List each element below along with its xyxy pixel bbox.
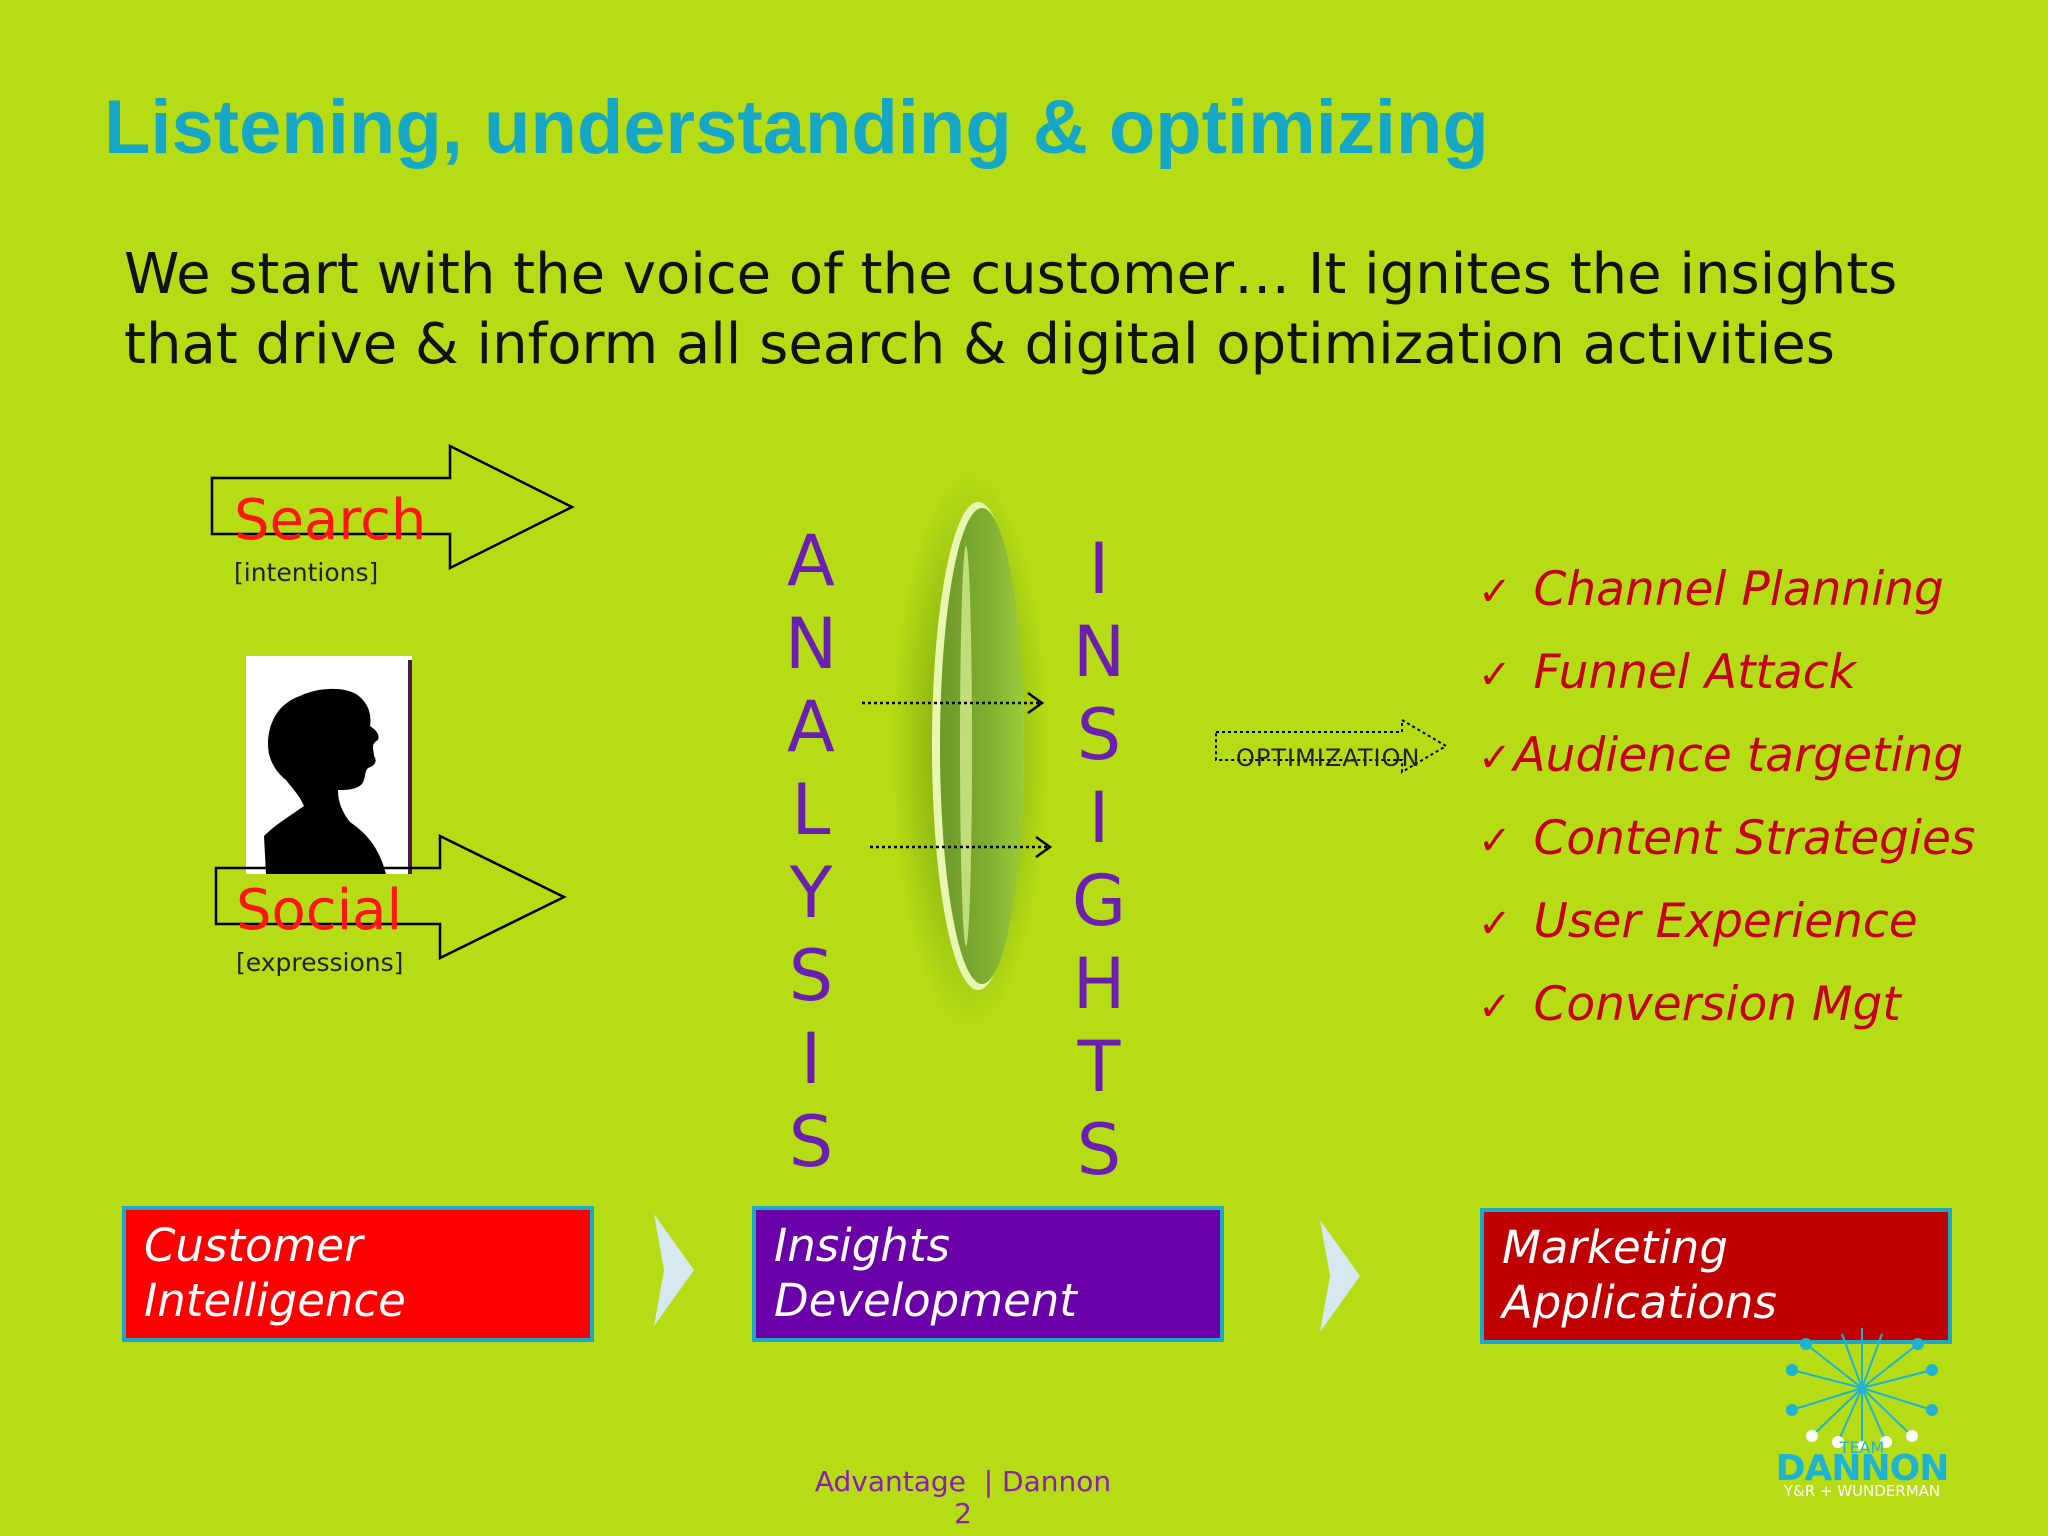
search-arrow (210, 443, 575, 571)
insights-letter: G (1071, 860, 1127, 942)
insights-letter: I (1088, 777, 1110, 859)
stage-line: Marketing (1502, 1221, 1728, 1274)
stage-line: Applications (1502, 1276, 1777, 1329)
application-item: ✓ Audience targeting (1478, 728, 1963, 783)
insights-letter: N (1072, 611, 1126, 693)
starburst-icon (1786, 1328, 1938, 1450)
optimization-label: OPTIMIZATION (1236, 744, 1421, 772)
application-label: Channel Planning (1533, 562, 1944, 617)
analysis-letter: S (788, 1101, 834, 1183)
insights-letter: S (1076, 1109, 1122, 1191)
check-icon: ✓ (1478, 984, 1512, 1030)
insights-letter: H (1072, 943, 1126, 1025)
analysis-letter: A (787, 520, 835, 602)
check-icon: ✓ (1478, 652, 1512, 698)
search-label: Search (234, 488, 427, 553)
search-sublabel: [intentions] (234, 558, 379, 587)
application-label: Audience targeting (1513, 728, 1964, 783)
analysis-letter: I (800, 1018, 822, 1100)
stage-box-customer-intelligence: Customer Intelligence (122, 1206, 594, 1342)
footer: Advantage | Dannon 2 (798, 1466, 1128, 1530)
stage-line: Insights (774, 1219, 950, 1272)
stage-box-insights-development: Insights Development (752, 1206, 1224, 1342)
stage-line: Customer (144, 1219, 363, 1272)
analysis-vertical-text: A N A L Y S I S (784, 520, 838, 1184)
check-icon: ✓ (1478, 901, 1512, 947)
stage-box-marketing-applications: Marketing Applications (1480, 1208, 1952, 1344)
analysis-letter: A (787, 686, 835, 768)
insights-letter: I (1088, 528, 1110, 610)
lens-graphic (892, 472, 1048, 1028)
person-silhouette-image (246, 656, 412, 874)
analysis-letter: N (784, 603, 838, 685)
insights-letter: T (1077, 1026, 1121, 1108)
application-label: User Experience (1533, 894, 1918, 949)
logo-name-text: DANNON (1775, 1448, 1950, 1489)
optimization-arrow (1215, 718, 1448, 774)
social-label: Social (236, 878, 403, 943)
page-number: 2 (954, 1497, 972, 1530)
slide-title: Listening, understanding & optimizing (104, 85, 1489, 170)
dotted-arrow-upper (862, 691, 1045, 715)
application-label: Content Strategies (1533, 811, 1976, 866)
stage-line: Intelligence (144, 1274, 406, 1327)
application-item: ✓ Channel Planning (1478, 562, 1944, 617)
application-item: ✓ User Experience (1478, 894, 1918, 949)
footer-brand-text: Advantage | Dannon (814, 1465, 1112, 1498)
social-sublabel: [expressions] (236, 948, 404, 977)
logo-agencies-text: Y&R + WUNDERMAN (1783, 1482, 1941, 1500)
application-item: ✓ Conversion Mgt (1478, 977, 1901, 1032)
check-icon: ✓ (1478, 818, 1512, 864)
check-icon: ✓ (1478, 569, 1512, 615)
analysis-letter: S (788, 935, 834, 1017)
insights-vertical-text: I N S I G H T S (1071, 528, 1127, 1192)
insights-letter: S (1076, 694, 1122, 776)
chevron-right-icon (654, 1214, 694, 1326)
intro-paragraph: We start with the voice of the customer…… (124, 242, 1898, 377)
application-item: ✓ Content Strategies (1478, 811, 1975, 866)
analysis-letter: Y (789, 852, 833, 934)
application-label: Funnel Attack (1533, 645, 1856, 700)
chevron-right-icon (1320, 1220, 1360, 1332)
application-label: Conversion Mgt (1533, 977, 1901, 1032)
social-arrow (214, 833, 567, 961)
logo-team-text: TEAM (1839, 1438, 1885, 1457)
application-item: ✓ Funnel Attack (1478, 645, 1856, 700)
analysis-letter: L (791, 769, 831, 851)
team-dannon-logo: TEAM DANNON Y&R + WUNDERMAN (1772, 1326, 1952, 1506)
dotted-arrow-lower (870, 835, 1053, 859)
check-icon: ✓ (1478, 735, 1512, 781)
stage-line: Development (774, 1274, 1077, 1327)
